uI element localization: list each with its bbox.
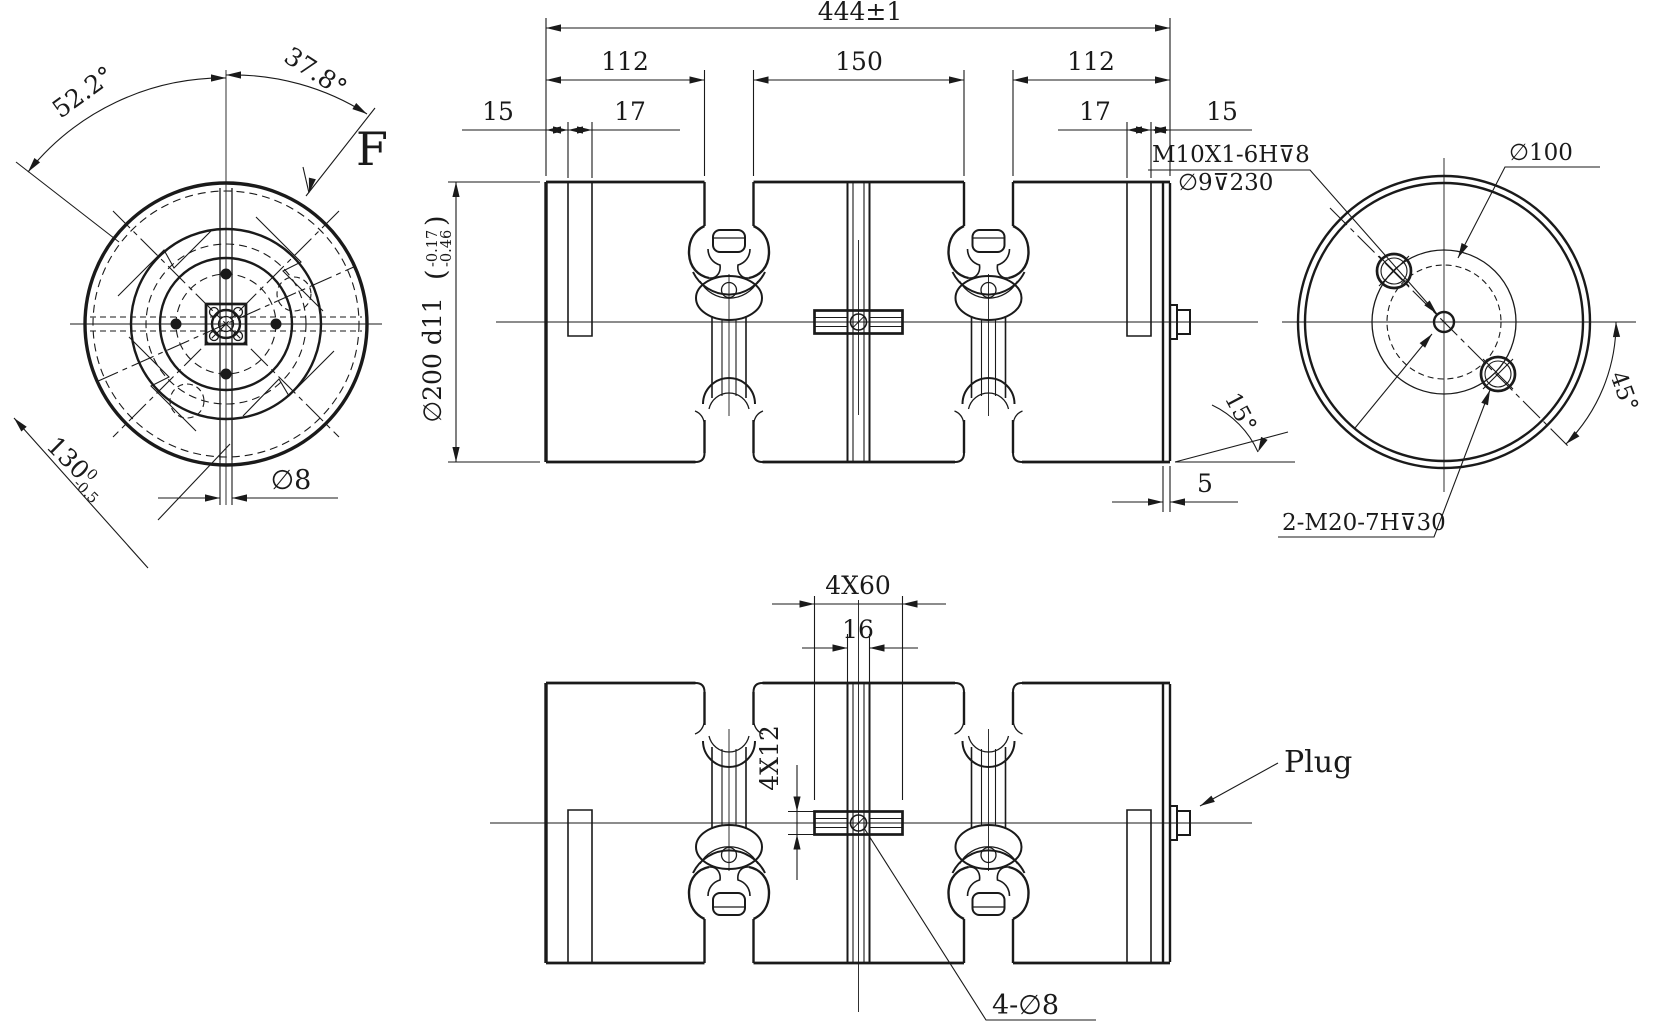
front-view-dimensions: 52.2° 37.8° F 130 0 -0.5 ∅8 (11, 41, 388, 569)
bottom-view-dimensions: 4X60 16 4X12 Plug 4-∅8 (755, 571, 1352, 1021)
dim-dia-tol-close: ) (421, 215, 452, 226)
dim-slot-left: 17 (614, 97, 646, 126)
front-view-geometry (70, 70, 382, 505)
dim-overall-length: 444±1 (818, 0, 903, 26)
flexure-cuts (117, 216, 335, 432)
dim-dia-tol-upper: -0.17 (425, 230, 441, 267)
dim-slot-dia: ∅8 (271, 465, 312, 496)
dim-section-right: 112 (1067, 47, 1115, 76)
end-view: M10X1-6H⊽8 ∅9⊽230 ∅100 2-M20-7H⊽30 45° (1148, 140, 1643, 538)
dim-key-height: 4X12 (755, 725, 784, 791)
view-label-f: F (356, 122, 388, 176)
dim-flange-width: 16 (842, 615, 874, 644)
thread-hole-upper (1375, 252, 1413, 290)
dim-slot-right: 17 (1079, 97, 1111, 126)
note-thread-holes: 2-M20-7H⊽30 (1282, 510, 1446, 536)
end-view-annotations: M10X1-6H⊽8 ∅9⊽230 ∅100 2-M20-7H⊽30 45° (1148, 140, 1643, 538)
dim-section-left: 112 (601, 47, 649, 76)
dim-offset-left: 15 (482, 97, 514, 126)
end-view-geometry (1282, 158, 1636, 492)
note-pin-holes: 4-∅8 (992, 990, 1059, 1021)
dim-key-spacing: 4X60 (825, 571, 891, 600)
dim-angle-37-8: 37.8° (279, 41, 352, 102)
dim-offset-right: 15 (1206, 97, 1238, 126)
note-center-thread: M10X1-6H⊽8 (1152, 142, 1310, 168)
label-plug: Plug (1284, 745, 1352, 780)
dim-hole-angle: 45° (1604, 368, 1642, 415)
dim-angle-52-2: 52.2° (47, 60, 119, 124)
side-view: 444±1 112 150 112 15 17 17 15 ∅200 d11 (… (418, 0, 1295, 512)
note-bolt-circle: ∅100 (1509, 140, 1573, 166)
dim-dia-tol-open: ( (421, 269, 452, 280)
dim-dia-tol-lower: -0.46 (439, 230, 455, 267)
dim-cap-thickness: 5 (1197, 469, 1213, 498)
bottom-view-geometry (490, 600, 1252, 1012)
dim-section-middle: 150 (835, 47, 883, 76)
bottom-view: 4X60 16 4X12 Plug 4-∅8 (490, 571, 1352, 1021)
note-center-hole: ∅9⊽230 (1178, 170, 1273, 196)
front-view: 52.2° 37.8° F 130 0 -0.5 ∅8 (11, 41, 388, 569)
side-view-geometry (496, 180, 1258, 464)
thread-hole-lower (1479, 355, 1517, 393)
dim-diameter: ∅200 d11 (418, 297, 447, 422)
